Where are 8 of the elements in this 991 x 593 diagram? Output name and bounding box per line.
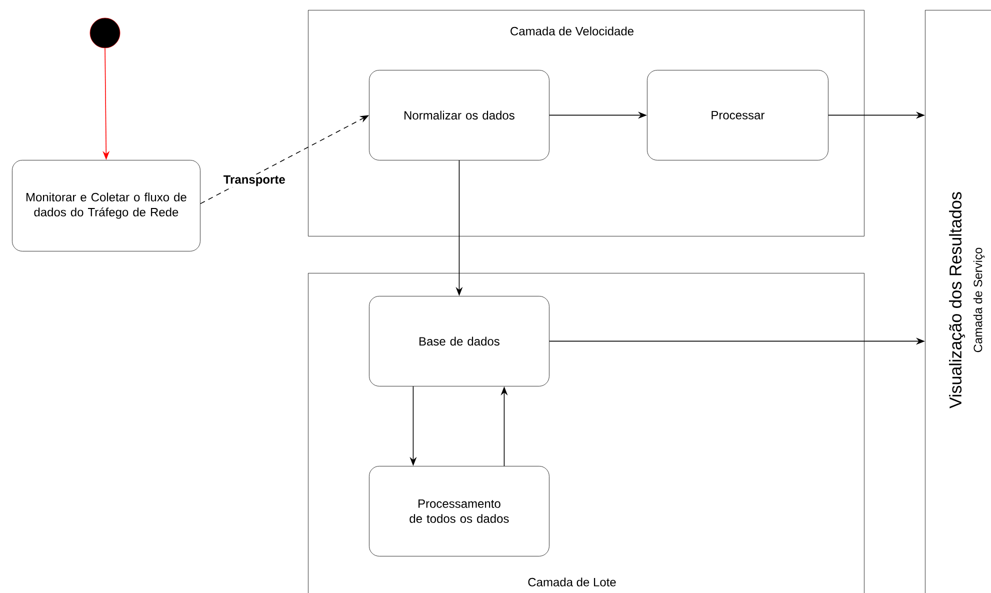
service-layer-box: Visualização dos Resultados Camada de Serviço bbox=[925, 10, 991, 593]
start-circle bbox=[90, 18, 120, 48]
process-box: Monitorar e Coletar o fluxo de dados do Tráfego de Rede bbox=[12, 160, 200, 252]
process-box: Processamento de todos os dados bbox=[369, 466, 550, 556]
process-box: Base de dados bbox=[369, 296, 550, 386]
process-box: Processar bbox=[647, 70, 828, 160]
process-box: Normalizar os dados bbox=[369, 70, 550, 160]
edge-label: Transporte bbox=[222, 174, 286, 188]
